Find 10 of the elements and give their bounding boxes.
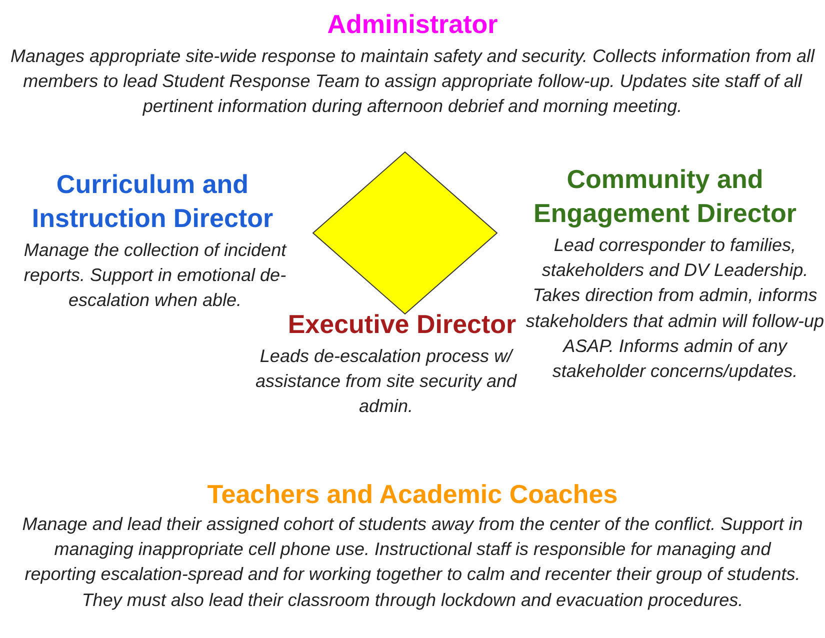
diamond-shape bbox=[312, 151, 498, 315]
role-heading: Administrator bbox=[326, 8, 499, 41]
role-heading: Teachers and Academic Coaches bbox=[206, 478, 619, 511]
role-description: Lead corresponder to families, stakeholders and DV Leadership. Takes direction from admin, informs stakeholders that admin will follow-up ASAP. Informs admin of any stakeholder concerns/updates. bbox=[525, 234, 825, 383]
role-heading: Curriculum and Instruction Director bbox=[30, 168, 274, 235]
role-description: Manage and lead their assigned cohort of students away from the center of the conflict. Support in managing inappropriate cell phone use. Instructional staff is responsible for managing and reporting escalation-spread and for working together to calm and recenter their group of students. They must also lead their classroom through lockdown and evacuation procedures. bbox=[21, 513, 804, 612]
role-description: Manage the collection of incident reports. Support in emotional de-escalation when able. bbox=[22, 239, 288, 312]
role-description: Leads de-escalation process w/ assistance from site security and admin. bbox=[254, 345, 518, 418]
role-description: Manages appropriate site-wide response to maintain safety and security. Collects information from all members to lead Student Response Team to assign appropriate follow-up. Updates site staff of all pertinent information during afternoon debrief and morning meeting. bbox=[9, 45, 816, 118]
role-heading: Community and Engagement Director bbox=[532, 163, 798, 230]
